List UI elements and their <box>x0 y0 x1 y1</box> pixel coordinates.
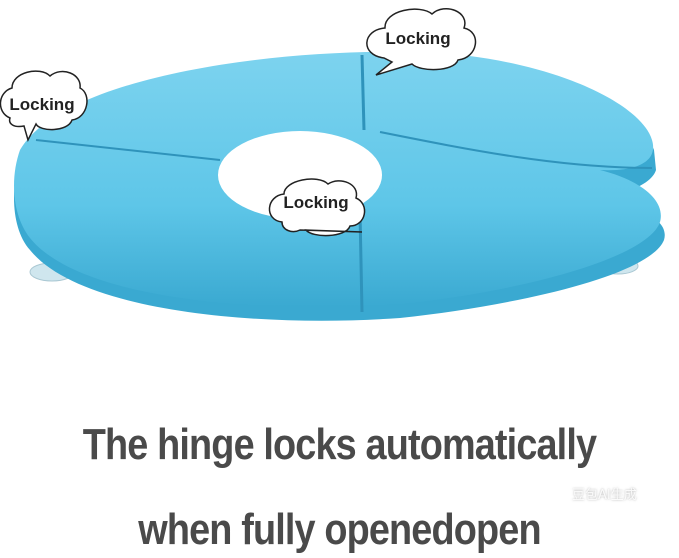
callout-center: Locking <box>268 178 366 237</box>
caption-line-2: when fully openedopen <box>138 505 541 554</box>
callout-label: Locking <box>283 193 348 212</box>
hinge-seam-left <box>35 139 221 161</box>
callout-label: Locking <box>9 95 74 114</box>
callout-label: Locking <box>385 29 450 48</box>
hinge-seam-right <box>379 131 653 169</box>
callout-left: Locking <box>0 70 88 143</box>
callout-top-right: Locking <box>366 8 477 76</box>
hinge-seam-front <box>358 211 364 313</box>
caption-line-1: The hinge locks automatically <box>82 420 597 469</box>
hinge-seam-back <box>360 54 366 131</box>
watermark: 豆包AI生成 <box>572 488 637 503</box>
toilet-seat-illustration: Locking Locking Locking <box>0 8 665 321</box>
